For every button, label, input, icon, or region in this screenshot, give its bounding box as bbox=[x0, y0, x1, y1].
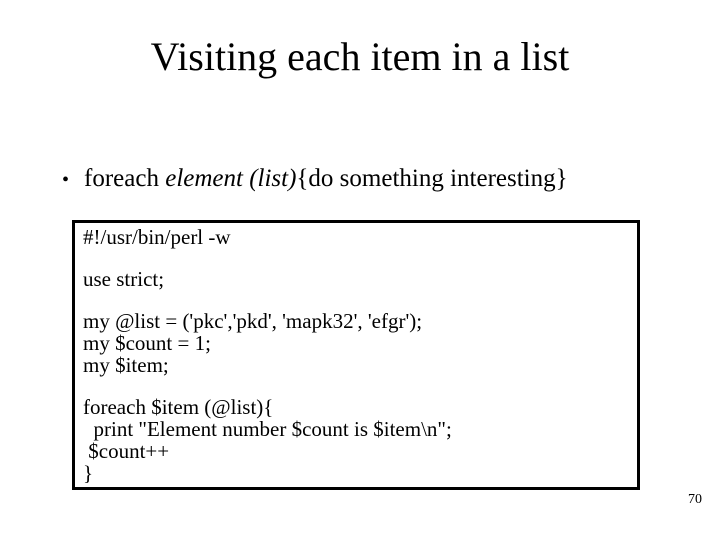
bullet-marker: • bbox=[62, 169, 70, 191]
bullet-text: foreach element (list){do something inte… bbox=[84, 164, 568, 194]
code-paragraph-declarations: my @list = ('pkc','pkd', 'mapk32', 'efgr… bbox=[83, 310, 629, 376]
code-line: my $item; bbox=[83, 353, 169, 377]
bullet-segment-normal-2: {do something interesting} bbox=[296, 165, 568, 192]
bullet-segment-normal-1: foreach bbox=[84, 165, 166, 192]
code-line: my $count = 1; bbox=[83, 331, 211, 355]
code-paragraph-shebang: #!/usr/bin/perl -w bbox=[83, 226, 629, 248]
code-paragraph-use-strict: use strict; bbox=[83, 268, 629, 290]
code-line: print "Element number $count is $item\n"… bbox=[83, 417, 452, 441]
code-line: #!/usr/bin/perl -w bbox=[83, 225, 231, 249]
bullet-line: • foreach element (list){do something in… bbox=[62, 164, 662, 195]
page-number: 70 bbox=[688, 492, 702, 507]
bullet-segment-italic: element (list) bbox=[165, 165, 297, 192]
code-line: foreach $item (@list){ bbox=[83, 395, 274, 419]
code-box: #!/usr/bin/perl -w use strict; my @list … bbox=[72, 220, 640, 490]
code-line: $count++ bbox=[83, 439, 170, 463]
code-paragraph-foreach-loop: foreach $item (@list){ print "Element nu… bbox=[83, 396, 629, 484]
code-line: use strict; bbox=[83, 267, 165, 291]
slide-title: Visiting each item in a list bbox=[150, 34, 570, 79]
code-line: my @list = ('pkc','pkd', 'mapk32', 'efgr… bbox=[83, 309, 423, 333]
code-line: } bbox=[83, 461, 94, 485]
